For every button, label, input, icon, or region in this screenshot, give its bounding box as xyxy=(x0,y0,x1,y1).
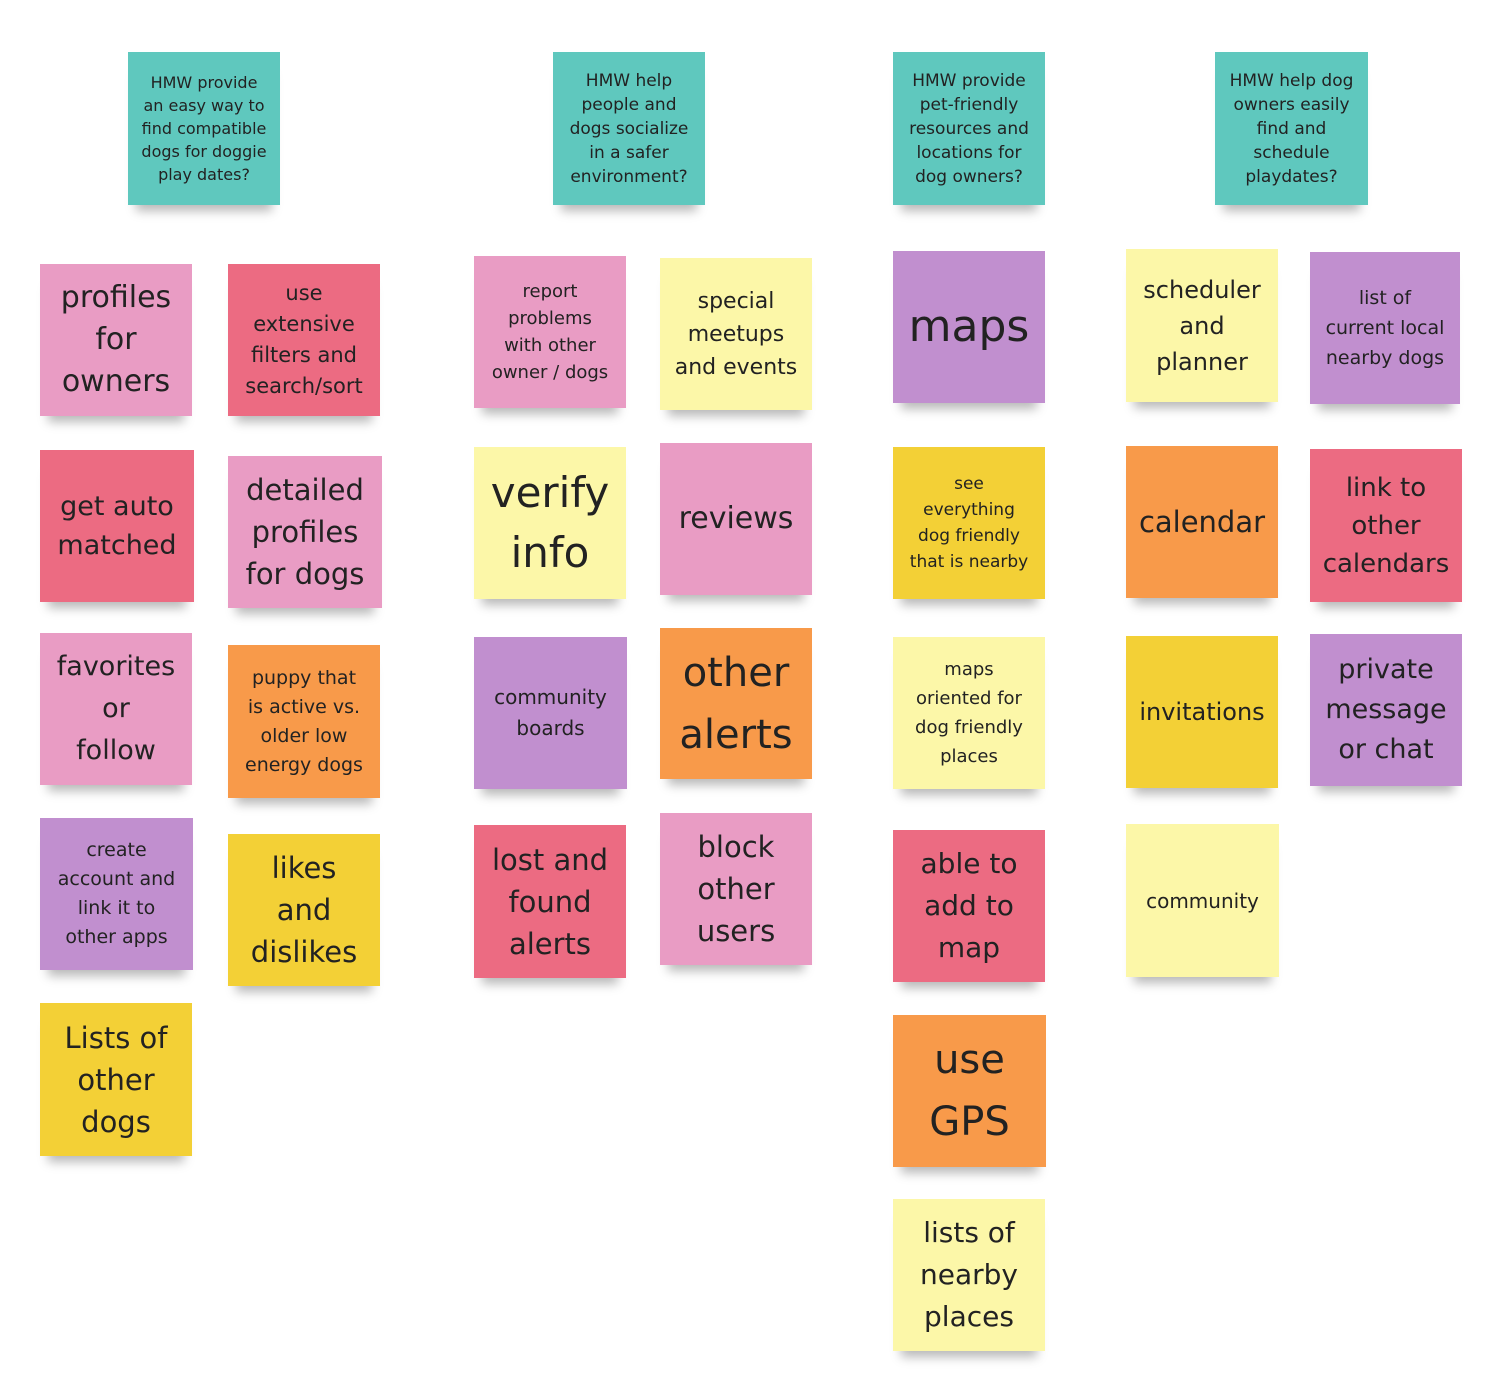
note-text: get auto matched xyxy=(57,491,177,561)
note-text: create account and link it to other apps xyxy=(57,839,176,948)
note-maps[interactable]: maps xyxy=(893,251,1045,403)
note-link-to-other-calendars[interactable]: link to other calendars xyxy=(1310,449,1462,602)
note-text: HMW provide an easy way to find compatib… xyxy=(141,73,267,184)
note-text: block other users xyxy=(696,830,776,948)
note-profiles-for-owners[interactable]: profiles for owners xyxy=(40,264,192,416)
note-private-message[interactable]: private message or chat xyxy=(1310,634,1462,786)
note-special-meetups[interactable]: special meetups and events xyxy=(660,258,812,410)
note-other-alerts[interactable]: other alerts xyxy=(660,628,812,779)
note-get-auto-matched[interactable]: get auto matched xyxy=(40,450,194,602)
note-detailed-profiles[interactable]: detailed profiles for dogs xyxy=(228,456,382,608)
note-lists-of-other-dogs[interactable]: Lists of other dogs xyxy=(40,1003,192,1156)
note-text: profiles for owners xyxy=(60,280,172,399)
note-able-to-add-to-map[interactable]: able to add to map xyxy=(893,830,1045,982)
hmw-note-resources[interactable]: HMW provide pet-friendly resources and l… xyxy=(893,52,1045,205)
note-text: use extensive filters and search/sort xyxy=(245,281,363,398)
note-text: link to other calendars xyxy=(1322,472,1450,579)
note-text: HMW help people and dogs socialize in a … xyxy=(569,70,689,187)
note-text: HMW help dog owners easily find and sche… xyxy=(1229,70,1354,187)
note-lost-and-found[interactable]: lost and found alerts xyxy=(474,825,626,978)
note-text: invitations xyxy=(1139,698,1265,726)
note-text: Lists of other dogs xyxy=(64,1020,168,1139)
note-block-other-users[interactable]: block other users xyxy=(660,813,812,965)
note-text: lists of nearby places xyxy=(920,1216,1018,1333)
note-text: use GPS xyxy=(929,1037,1010,1145)
note-scheduler-and-planner[interactable]: scheduler and planner xyxy=(1126,249,1278,402)
note-calendar[interactable]: calendar xyxy=(1126,446,1278,598)
note-create-account[interactable]: create account and link it to other apps xyxy=(40,818,193,970)
note-text: maps xyxy=(908,301,1030,352)
note-text: other alerts xyxy=(679,649,793,758)
note-text: puppy that is active vs. older low energ… xyxy=(245,666,363,776)
note-text: verify info xyxy=(490,468,610,577)
note-text: community xyxy=(1146,888,1259,913)
hmw-note-socialize[interactable]: HMW help people and dogs socialize in a … xyxy=(553,52,705,205)
note-use-gps[interactable]: use GPS xyxy=(893,1015,1046,1167)
hmw-note-playdates[interactable]: HMW provide an easy way to find compatib… xyxy=(128,52,280,205)
note-list-of-local-dogs[interactable]: list of current local nearby dogs xyxy=(1310,252,1460,404)
note-community[interactable]: community xyxy=(1126,824,1279,977)
note-favorites-or-follow[interactable]: favorites or follow xyxy=(40,633,192,785)
note-text: report problems with other owner / dogs xyxy=(491,281,609,383)
hmw-note-schedule[interactable]: HMW help dog owners easily find and sche… xyxy=(1215,52,1368,205)
note-verify-info[interactable]: verify info xyxy=(474,447,626,599)
note-text: HMW provide pet-friendly resources and l… xyxy=(909,70,1029,187)
note-reviews[interactable]: reviews xyxy=(660,443,812,595)
note-community-boards[interactable]: community boards xyxy=(474,637,627,789)
note-text: maps oriented for dog friendly places xyxy=(915,659,1023,767)
note-text: see everything dog friendly that is near… xyxy=(909,474,1029,572)
note-use-extensive-filters[interactable]: use extensive filters and search/sort xyxy=(228,264,380,416)
note-text: private message or chat xyxy=(1325,654,1447,765)
note-text: detailed profiles for dogs xyxy=(245,473,365,591)
note-text: favorites or follow xyxy=(56,651,176,766)
note-text: community boards xyxy=(494,685,607,740)
note-text: list of current local nearby dogs xyxy=(1325,287,1445,369)
note-text: calendar xyxy=(1138,505,1266,539)
note-text: likes and dislikes xyxy=(250,851,358,969)
note-likes-and-dislikes[interactable]: likes and dislikes xyxy=(228,834,380,986)
note-text: lost and found alerts xyxy=(491,842,609,961)
note-lists-of-nearby-places[interactable]: lists of nearby places xyxy=(893,1199,1045,1351)
note-see-everything[interactable]: see everything dog friendly that is near… xyxy=(893,447,1045,599)
note-invitations[interactable]: invitations xyxy=(1126,636,1278,788)
note-puppy-active[interactable]: puppy that is active vs. older low energ… xyxy=(228,645,380,798)
note-report-problems[interactable]: report problems with other owner / dogs xyxy=(474,256,626,408)
note-text: reviews xyxy=(678,501,794,536)
note-text: scheduler and planner xyxy=(1143,275,1261,376)
note-text: special meetups and events xyxy=(674,288,798,380)
note-text: able to add to map xyxy=(920,847,1018,964)
note-maps-oriented[interactable]: maps oriented for dog friendly places xyxy=(893,637,1045,789)
